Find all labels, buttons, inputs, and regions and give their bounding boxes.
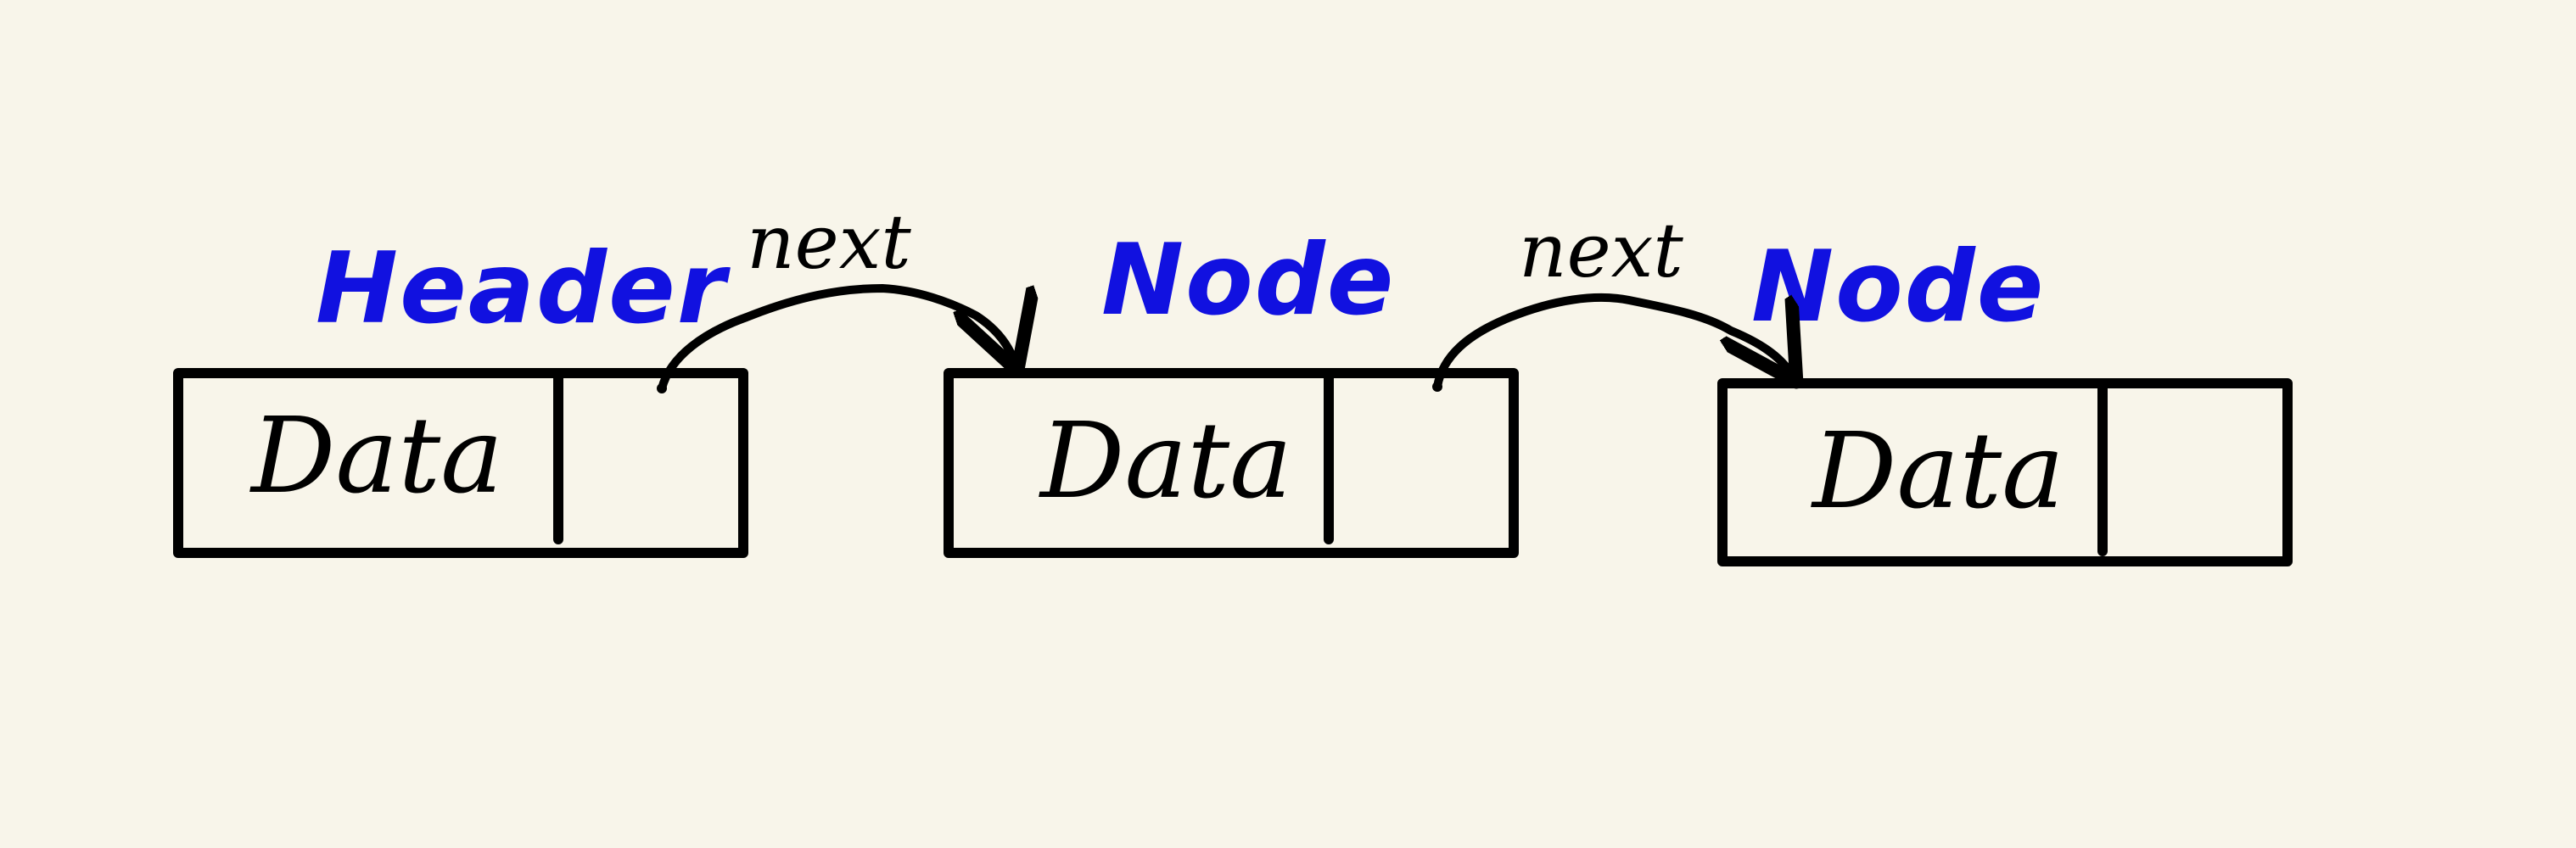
pointer-origin-dot-1: [657, 383, 667, 393]
next-edge-2: next: [1432, 207, 1792, 392]
node-title-node-3: Node: [1751, 230, 2045, 344]
node-title-node-2: Node: [1101, 223, 1395, 338]
node-box-header: [173, 368, 748, 558]
node-title-header: Header: [316, 232, 731, 346]
node-box-3: [1717, 378, 2293, 566]
data-cell-label-node-3: Data: [1811, 410, 2064, 533]
data-cell-label-header: Data: [249, 395, 503, 517]
edge-label-next-2: next: [1519, 207, 1683, 294]
edge-label-next-1: next: [747, 198, 911, 286]
next-arrow-1: [658, 284, 1015, 393]
next-edge-1: next: [657, 198, 1015, 393]
list-node-2: Node Data: [944, 223, 1519, 558]
next-arrow-2: [1433, 293, 1792, 391]
data-cell-label-node-2: Data: [1039, 400, 1292, 522]
pointer-origin-dot-2: [1432, 382, 1442, 392]
list-node-3: Node Data: [1717, 230, 2293, 566]
node-box-2: [944, 368, 1519, 558]
list-node-header: Header Data: [173, 232, 748, 558]
